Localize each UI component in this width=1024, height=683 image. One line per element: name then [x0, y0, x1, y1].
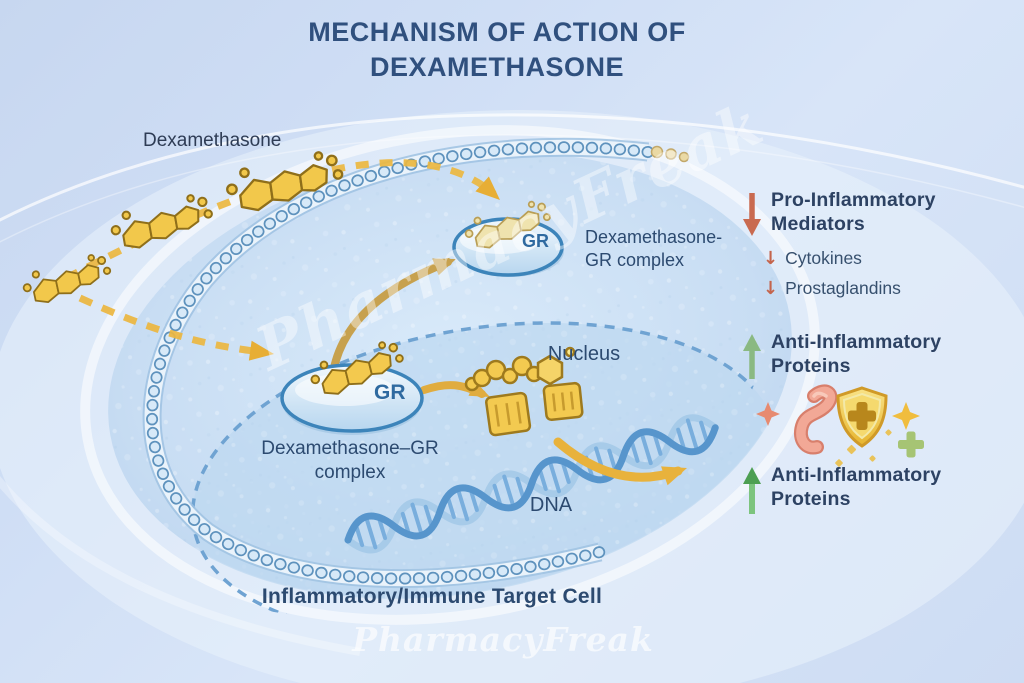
prostaglandins-label: Prostaglandins	[785, 278, 901, 298]
pro-inflammatory-line2: Mediators	[771, 213, 865, 235]
mid-complex-line1: Dexamethasone–GR	[261, 438, 439, 459]
top-complex-label: Dexamethasone- GR complex	[585, 226, 722, 272]
arrowhead-protein-output	[661, 466, 687, 486]
prostaglandins-item: ↓ Prostaglandins	[763, 278, 901, 299]
protein-ribbon-icon	[794, 384, 838, 455]
gr-label-top: GR	[522, 231, 549, 251]
anti-inflammatory-icons	[756, 384, 924, 467]
target-cell-label: Inflammatory/Immune Target Cell	[261, 585, 603, 608]
plus-green-icon	[898, 431, 924, 458]
arrowhead-to-top-complex	[432, 258, 456, 276]
sparkle-star-pink-icon	[756, 402, 780, 426]
green-up-arrow-icon	[743, 334, 761, 379]
mid-complex-label: Dexamethasone–GR complex	[261, 437, 438, 485]
anti-inflammatory-section-top: Anti-Inflammatory Proteins	[741, 330, 941, 382]
pro-inflammatory-title: Pro-Inflammatory Mediators	[771, 188, 936, 236]
sparkle-dots-icon	[835, 429, 892, 467]
page-title: MECHANISM OF ACTION OF DEXAMETHASONE	[308, 15, 685, 85]
cytokines-label: Cytokines	[785, 248, 862, 268]
shield-plus-icon	[836, 386, 888, 448]
anti-inflammatory-title-bottom: Anti-Inflammatory Proteins	[771, 463, 941, 511]
dna-helix	[344, 414, 719, 554]
anti-top-line2: Proteins	[771, 355, 851, 377]
cytokines-item: ↓ Cytokines	[763, 248, 862, 269]
nucleus-label: Nucleus	[547, 343, 621, 365]
small-down-arrow-icon: ↓	[763, 278, 779, 299]
anti-bottom-line1: Anti-Inflammatory	[771, 464, 942, 486]
anti-top-line1: Anti-Inflammatory	[771, 331, 942, 353]
gr-complex-mid	[280, 337, 424, 435]
top-complex-line1: Dexamethasone-	[585, 227, 723, 247]
mid-complex-line2: complex	[314, 462, 386, 483]
gr-complex-top	[452, 197, 564, 277]
title-line2: DEXAMETHASONE	[369, 52, 625, 82]
anti-inflammatory-title-top: Anti-Inflammatory Proteins	[771, 330, 941, 378]
red-down-arrow-icon	[743, 193, 761, 236]
dna-label: DNA	[529, 494, 573, 516]
small-down-arrow-icon: ↓	[763, 248, 779, 269]
top-complex-line2: GR complex	[585, 250, 685, 270]
transcription-factor-complex	[464, 346, 584, 437]
cell-membrane	[142, 137, 690, 589]
green-up-arrow-icon	[743, 467, 761, 514]
trail-arrowhead-top	[475, 176, 500, 200]
gr-label-mid: GR	[374, 381, 406, 404]
sparkle-star-yellow-icon	[892, 402, 920, 430]
anti-inflammatory-section-bottom: Anti-Inflammatory Proteins	[741, 463, 941, 517]
pro-inflammatory-line1: Pro-Inflammatory	[771, 189, 936, 211]
title-line1: MECHANISM OF ACTION OF	[308, 17, 686, 47]
pro-inflammatory-section: Pro-Inflammatory Mediators	[741, 188, 936, 238]
anti-bottom-line2: Proteins	[771, 488, 851, 510]
trail-arrowhead-mid	[248, 340, 274, 361]
dexamethasone-label: Dexamethasone	[143, 130, 282, 151]
